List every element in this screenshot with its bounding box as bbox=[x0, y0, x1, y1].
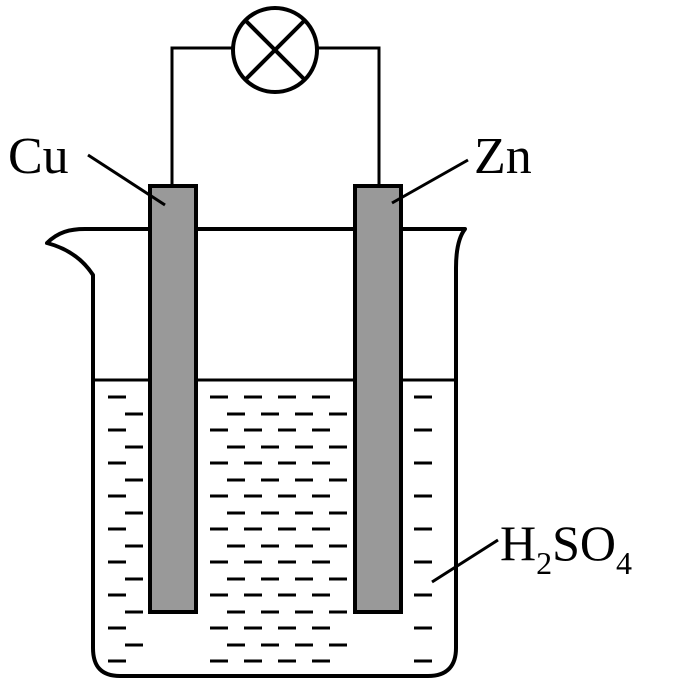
copper-electrode bbox=[148, 184, 198, 614]
solution-label-sub-4: 4 bbox=[616, 545, 632, 581]
solution-label-so: SO bbox=[552, 515, 616, 571]
wire-left bbox=[170, 46, 233, 186]
solution-label-h: H bbox=[500, 515, 536, 571]
solution-liquid bbox=[93, 378, 455, 663]
solution-leader-line bbox=[431, 538, 499, 584]
solution-label: H2SO4 bbox=[500, 515, 632, 581]
wire-right bbox=[318, 46, 381, 186]
cu-label: Cu bbox=[8, 128, 69, 185]
zn-label: Zn bbox=[474, 128, 532, 185]
solution-label-sub-2: 2 bbox=[536, 545, 552, 581]
liquid-dash-pattern bbox=[108, 395, 432, 663]
beaker bbox=[45, 227, 467, 678]
cu-leader-line bbox=[87, 153, 166, 207]
zn-leader-line bbox=[391, 158, 469, 205]
zinc-electrode bbox=[353, 184, 403, 614]
lamp-cross-icon bbox=[231, 6, 319, 94]
